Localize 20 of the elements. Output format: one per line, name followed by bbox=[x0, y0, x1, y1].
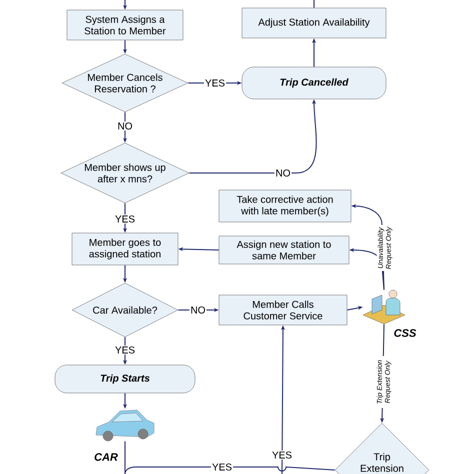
process-box: Member Calls Customer Service bbox=[218, 294, 348, 326]
edge-label: YES bbox=[211, 462, 233, 472]
person-at-desk-drawing bbox=[362, 290, 406, 324]
process-box: Assign new station to same Member bbox=[218, 236, 350, 264]
edge-label: YES bbox=[114, 345, 136, 355]
process-box: Adjust Station Availability bbox=[242, 8, 386, 38]
edge-label: YES bbox=[271, 450, 293, 460]
process-box: Take corrective action with late member(s) bbox=[218, 190, 352, 222]
node-label: CSS bbox=[392, 328, 418, 338]
edge-label: NO bbox=[116, 121, 134, 131]
edge-label: YES bbox=[204, 78, 226, 88]
node-label: CAR bbox=[93, 452, 119, 462]
edge-label: NO bbox=[274, 168, 292, 178]
edge-label: NO bbox=[190, 305, 206, 315]
car-drawing bbox=[96, 410, 154, 442]
terminal-box: Trip Cancelled bbox=[242, 66, 386, 100]
process-box: System Assigns a Station to Member bbox=[66, 10, 184, 40]
edge-label: YES bbox=[114, 214, 136, 224]
process-box: Member goes to assigned station bbox=[72, 232, 178, 266]
terminal-box: Trip Starts bbox=[54, 364, 196, 394]
